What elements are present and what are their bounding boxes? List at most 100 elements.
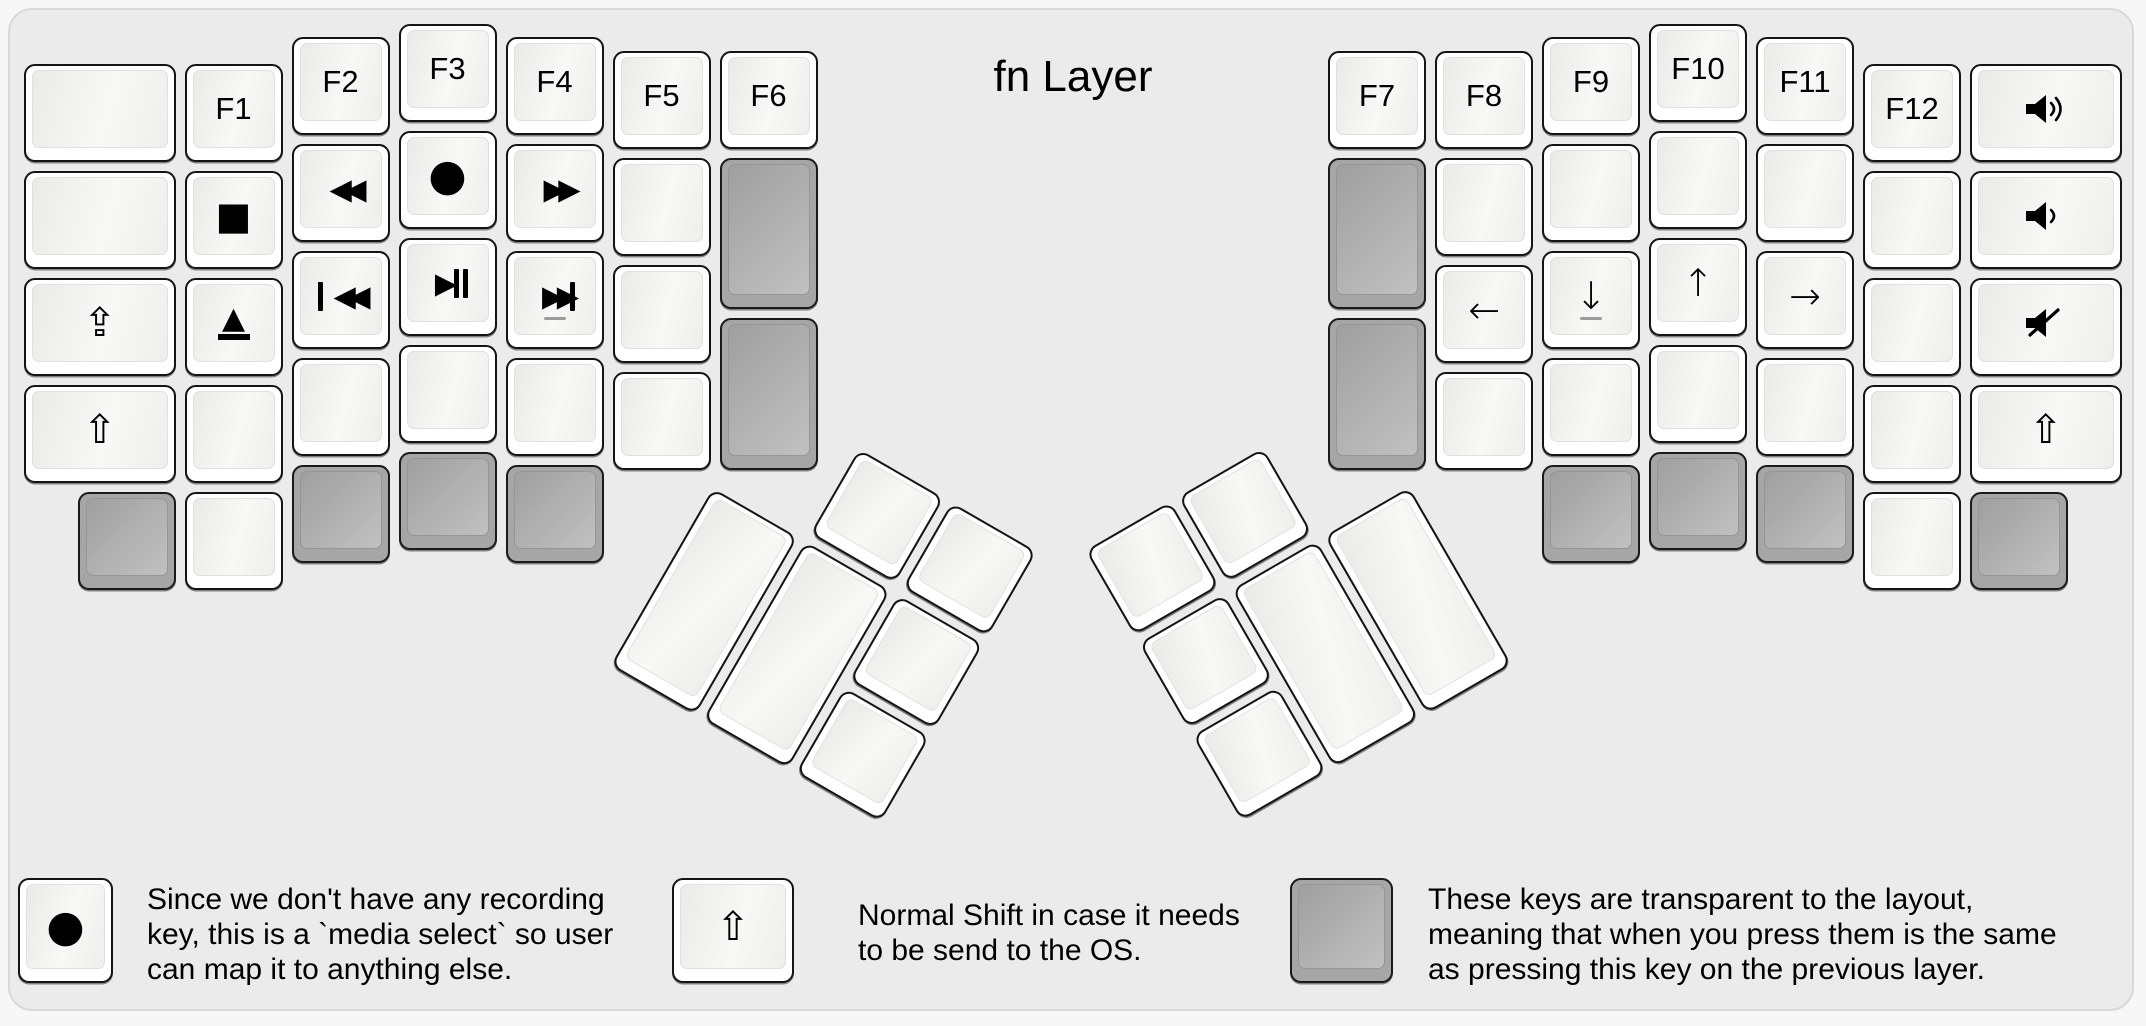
keycap	[1443, 377, 1525, 456]
key-eject[interactable]: ▲	[184, 278, 283, 377]
legend-record-key: ●	[18, 878, 113, 983]
volume-down-icon	[2025, 202, 2056, 231]
key-blank[interactable]	[24, 64, 176, 163]
keycap	[299, 364, 382, 443]
keycap	[1871, 498, 1953, 577]
key-f6[interactable]: F6	[719, 50, 818, 149]
key-blank[interactable]	[1863, 171, 1961, 270]
key-transparent[interactable]	[291, 465, 390, 564]
key-blank[interactable]	[1649, 131, 1747, 229]
key-f1[interactable]: F1	[184, 64, 283, 163]
key-arrow-right[interactable]: →	[1756, 251, 1854, 350]
keycap	[1978, 177, 2114, 256]
key-transparent[interactable]	[719, 157, 818, 310]
key-blank[interactable]	[184, 492, 283, 591]
keycap	[192, 391, 275, 470]
key-blank[interactable]	[612, 157, 711, 256]
key-blank[interactable]	[612, 371, 711, 470]
key-fast-forward[interactable]: ▶▶	[505, 144, 604, 243]
key-arrow-down[interactable]: ↓	[1542, 251, 1640, 350]
key-mute[interactable]	[1970, 278, 2122, 377]
keycap: F2	[299, 43, 382, 122]
key-blank[interactable]	[24, 171, 176, 270]
eject-icon: ▲	[217, 304, 250, 341]
key-volume-down[interactable]	[1970, 171, 2122, 270]
key-f9[interactable]: F9	[1542, 37, 1640, 136]
keycap: ▶▶	[513, 257, 596, 336]
keycap	[727, 163, 810, 296]
keycap	[1764, 150, 1846, 229]
key-transparent[interactable]	[1649, 452, 1747, 550]
keycap	[1443, 163, 1525, 242]
key-blank[interactable]	[184, 385, 283, 484]
keycap: F3	[406, 30, 489, 108]
keycap	[1871, 177, 1953, 256]
key-transparent[interactable]	[1328, 318, 1426, 470]
keycap	[620, 270, 703, 349]
keycap	[1657, 137, 1739, 215]
key-blank[interactable]	[1863, 492, 1961, 591]
key-stop[interactable]: ■	[184, 171, 283, 270]
key-transparent[interactable]	[719, 318, 818, 470]
key-transparent[interactable]	[505, 465, 604, 564]
keycap: ⇧	[1978, 391, 2114, 470]
keycap: ⇧	[680, 884, 786, 969]
keycap: F6	[727, 56, 810, 135]
key-shift-right[interactable]: ⇧	[1970, 385, 2122, 484]
key-f5[interactable]: F5	[612, 50, 711, 149]
key-f7[interactable]: F7	[1328, 50, 1426, 149]
key-blank[interactable]	[1542, 358, 1640, 457]
key-f3[interactable]: F3	[398, 24, 497, 122]
legend-shift-key: ⇧	[672, 878, 794, 983]
keycap: ●	[26, 884, 105, 969]
key-blank[interactable]	[398, 345, 497, 443]
key-blank[interactable]	[1863, 385, 1961, 484]
key-blank[interactable]	[1756, 358, 1854, 457]
key-blank[interactable]	[291, 358, 390, 457]
key-blank[interactable]	[1756, 144, 1854, 243]
key-volume-up[interactable]	[1970, 64, 2122, 163]
key-f10[interactable]: F10	[1649, 24, 1747, 122]
volume-up-icon	[2025, 95, 2062, 124]
keycap	[1657, 351, 1739, 429]
key-f12[interactable]: F12	[1863, 64, 1961, 163]
key-blank[interactable]	[1649, 345, 1747, 443]
key-transparent[interactable]	[1970, 492, 2068, 591]
key-transparent[interactable]	[398, 452, 497, 550]
key-f11[interactable]: F11	[1756, 37, 1854, 136]
key-rewind[interactable]: ◀◀	[291, 144, 390, 243]
key-blank[interactable]	[612, 264, 711, 363]
keycap	[1298, 884, 1385, 969]
key-blank[interactable]	[1435, 157, 1533, 256]
key-blank[interactable]	[1863, 278, 1961, 377]
key-arrow-left[interactable]: ←	[1435, 264, 1533, 363]
key-blank[interactable]	[505, 358, 604, 457]
keycap: ▲	[192, 284, 275, 363]
key-f2[interactable]: F2	[291, 37, 390, 136]
keycap: F8	[1443, 56, 1525, 135]
key-f4[interactable]: F4	[505, 37, 604, 136]
key-play-pause[interactable]: ▶	[398, 238, 497, 336]
key-next-track[interactable]: ▶▶	[505, 251, 604, 350]
keycap: ▶	[406, 244, 489, 322]
key-transparent[interactable]	[1328, 157, 1426, 310]
keycap	[406, 351, 489, 429]
keycap	[1657, 458, 1739, 536]
keycap	[620, 377, 703, 456]
keycap	[1978, 284, 2114, 363]
key-record[interactable]: ●	[398, 131, 497, 229]
key-arrow-up[interactable]: ↑	[1649, 238, 1747, 336]
key-f8[interactable]: F8	[1435, 50, 1533, 149]
key-shift-left[interactable]: ⇧	[24, 385, 176, 484]
keycap	[513, 471, 596, 550]
key-blank[interactable]	[1435, 371, 1533, 470]
key-transparent[interactable]	[1542, 465, 1640, 564]
key-prev-track[interactable]: ◀◀	[291, 251, 390, 350]
keycap	[1550, 471, 1632, 550]
keycap	[1871, 284, 1953, 363]
key-transparent[interactable]	[1756, 465, 1854, 564]
key-transparent[interactable]	[77, 492, 176, 591]
key-caps-lock[interactable]: ⇪	[24, 278, 176, 377]
keycap: ●	[406, 137, 489, 215]
key-blank[interactable]	[1542, 144, 1640, 243]
